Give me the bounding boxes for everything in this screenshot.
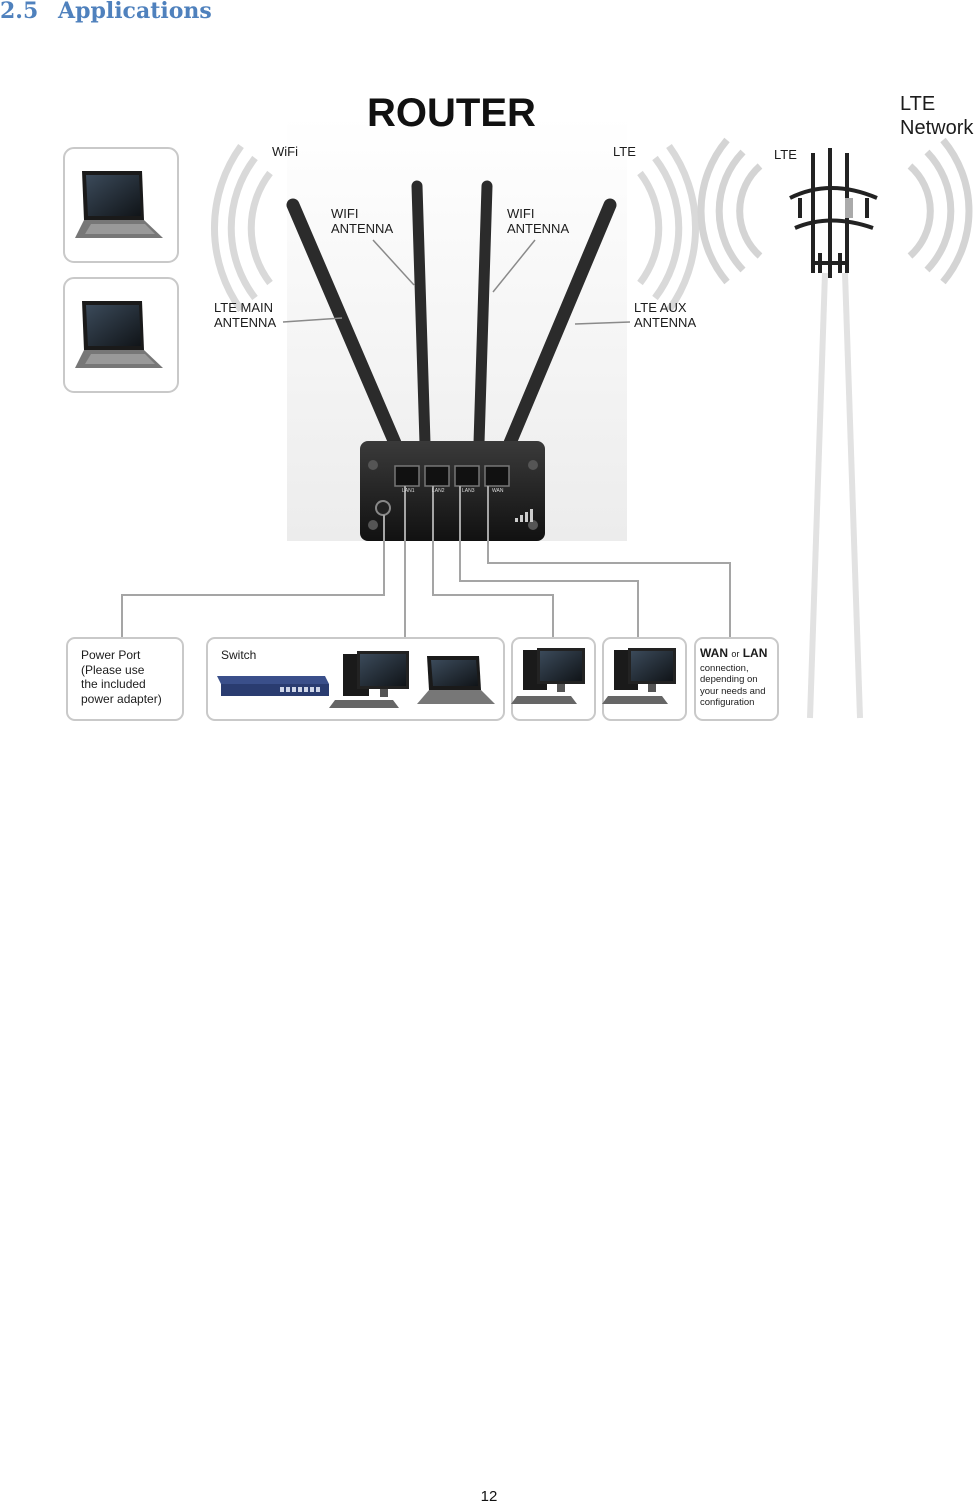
- power-port-card: [66, 637, 184, 721]
- or-text: or: [731, 649, 740, 659]
- section-number: 2.5: [0, 0, 39, 24]
- lte-network-label: LTE Network: [900, 93, 974, 139]
- section-title: Applications: [58, 0, 212, 24]
- section-heading: 2.5 Applications: [0, 0, 212, 24]
- power-socket: [375, 500, 391, 516]
- power-port-label: Power Port (Please use the included powe…: [81, 648, 162, 706]
- laptop-icon: [417, 656, 495, 704]
- wan-lan-label: WAN or LAN: [700, 646, 768, 661]
- diagram-graphics: [63, 116, 973, 721]
- wan-lan-card: [694, 637, 779, 721]
- desktop-computer-icon: [511, 648, 585, 704]
- switch-label: Switch: [221, 648, 257, 662]
- lte-aux-antenna: [503, 198, 617, 450]
- wifi-antenna-left-label: WIFI ANTENNA: [331, 206, 394, 236]
- laptop-icon: [75, 301, 163, 368]
- wifi-antenna-right-label: WIFI ANTENNA: [507, 206, 570, 236]
- desktop-computer-icon: [602, 648, 676, 704]
- lte-signal-waves: [637, 143, 700, 313]
- laptop-card-top: [63, 147, 179, 263]
- port-label-lan2: LAN2: [432, 488, 445, 494]
- router-application-diagram: ROUTER LTE Network WiFi LTE LTE WIFI ANT…: [55, 78, 978, 730]
- lte-main-antenna: [286, 198, 402, 450]
- desktop-computer-icon: [329, 651, 409, 708]
- port-label-lan3: LAN3: [462, 488, 475, 494]
- tower-lte-label: LTE: [774, 147, 797, 162]
- wan-lan-description: connection, depending on your needs and …: [700, 663, 766, 709]
- wifi-antenna-left: [411, 180, 431, 449]
- laptop-icon: [75, 171, 163, 238]
- signal-bars-icon: [515, 509, 533, 522]
- network-switch-icon: [217, 676, 329, 696]
- lte-main-antenna-label: LTE MAIN ANTENNA: [214, 300, 277, 330]
- page-number: 12: [480, 1488, 498, 1505]
- figure-title: ROUTER: [367, 91, 536, 135]
- antennas: [286, 180, 617, 450]
- wifi-signal-waves: [210, 143, 273, 313]
- router-device: [360, 441, 545, 541]
- tower-signal-waves: [697, 137, 973, 285]
- wifi-signal-label: WiFi: [272, 144, 298, 159]
- lte-aux-antenna-label: LTE AUX ANTENNA: [634, 300, 697, 330]
- lan-text: LAN: [742, 646, 768, 660]
- antenna-callouts: [282, 239, 631, 325]
- port-label-lan1: LAN1: [402, 488, 415, 494]
- port-label-wan: WAN: [492, 488, 504, 494]
- laptop-card-bottom: [63, 277, 179, 393]
- connection-lines: [121, 486, 731, 638]
- lte-signal-label: LTE: [613, 144, 636, 159]
- wifi-antenna-right: [473, 180, 493, 449]
- ethernet-ports: [394, 465, 510, 487]
- wan-text: WAN: [700, 646, 728, 660]
- lte-tower-icon: [789, 148, 878, 719]
